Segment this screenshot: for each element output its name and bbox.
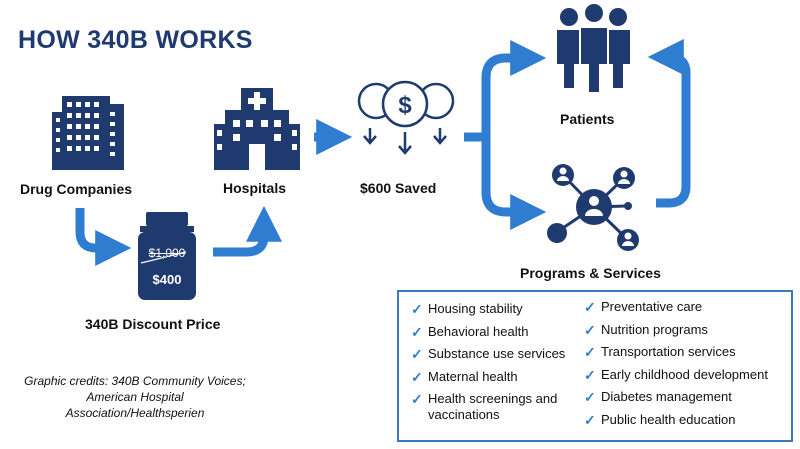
check-icon: ✓	[411, 301, 423, 317]
services-right-column: ✓Preventative care ✓Nutrition programs ✓…	[584, 299, 768, 434]
arrow-bottle-to-hospital	[213, 205, 282, 257]
page-title: HOW 340B WORKS	[18, 26, 253, 54]
discount-price-label: 340B Discount Price	[85, 316, 221, 332]
old-price: $1,000	[148, 246, 186, 260]
list-item: ✓Behavioral health	[411, 323, 529, 340]
check-icon: ✓	[584, 321, 596, 338]
list-item: ✓Health screenings and vaccinations	[411, 391, 558, 422]
people-group-icon	[557, 2, 630, 94]
check-icon: ✓	[584, 299, 596, 315]
pill-bottle-icon	[138, 212, 196, 300]
list-item: ✓Early childhood development	[584, 366, 768, 383]
arrow-split-to-patients	[481, 40, 547, 137]
services-left-column: ✓Housing stability ✓Behavioral health ✓S…	[411, 301, 565, 430]
patients-label: Patients	[560, 111, 615, 127]
hospitals-label: Hospitals	[223, 180, 287, 196]
arrow-split-to-programs	[481, 137, 547, 230]
list-item: ✓Transportation services	[584, 344, 736, 360]
check-icon: ✓	[584, 344, 596, 360]
office-building-icon	[52, 96, 124, 170]
dollar-coins-icon: $	[357, 80, 455, 155]
list-item: ✓Substance use services	[411, 346, 566, 362]
list-item: ✓Preventative care	[584, 299, 703, 315]
list-item: ✓Public health education	[584, 411, 736, 428]
check-icon: ✓	[411, 391, 423, 407]
arrow-drug-to-bottle	[75, 208, 132, 266]
check-icon: ✓	[411, 323, 423, 340]
new-price: $400	[152, 272, 182, 287]
check-icon: ✓	[584, 411, 596, 428]
list-item: ✓Diabetes management	[584, 389, 732, 405]
check-icon: ✓	[411, 346, 423, 362]
list-item: ✓Nutrition programs	[584, 321, 708, 338]
list-item: ✓Maternal health	[411, 368, 518, 385]
check-icon: ✓	[584, 366, 596, 383]
services-box: ✓Housing stability ✓Behavioral health ✓S…	[397, 290, 793, 442]
list-item: ✓Housing stability	[411, 301, 523, 317]
programs-label: Programs & Services	[520, 265, 661, 281]
graphic-credits: Graphic credits: 340B Community Voices; …	[24, 374, 246, 420]
check-icon: ✓	[584, 389, 596, 405]
check-icon: ✓	[411, 368, 423, 385]
drug-companies-label: Drug Companies	[20, 181, 133, 197]
svg-text:$: $	[398, 92, 412, 119]
hospital-icon	[214, 88, 300, 170]
flow-arrows	[75, 39, 691, 266]
arrow-programs-to-patients	[647, 39, 691, 208]
saved-label: $600 Saved	[360, 180, 437, 196]
network-icon	[547, 164, 639, 251]
